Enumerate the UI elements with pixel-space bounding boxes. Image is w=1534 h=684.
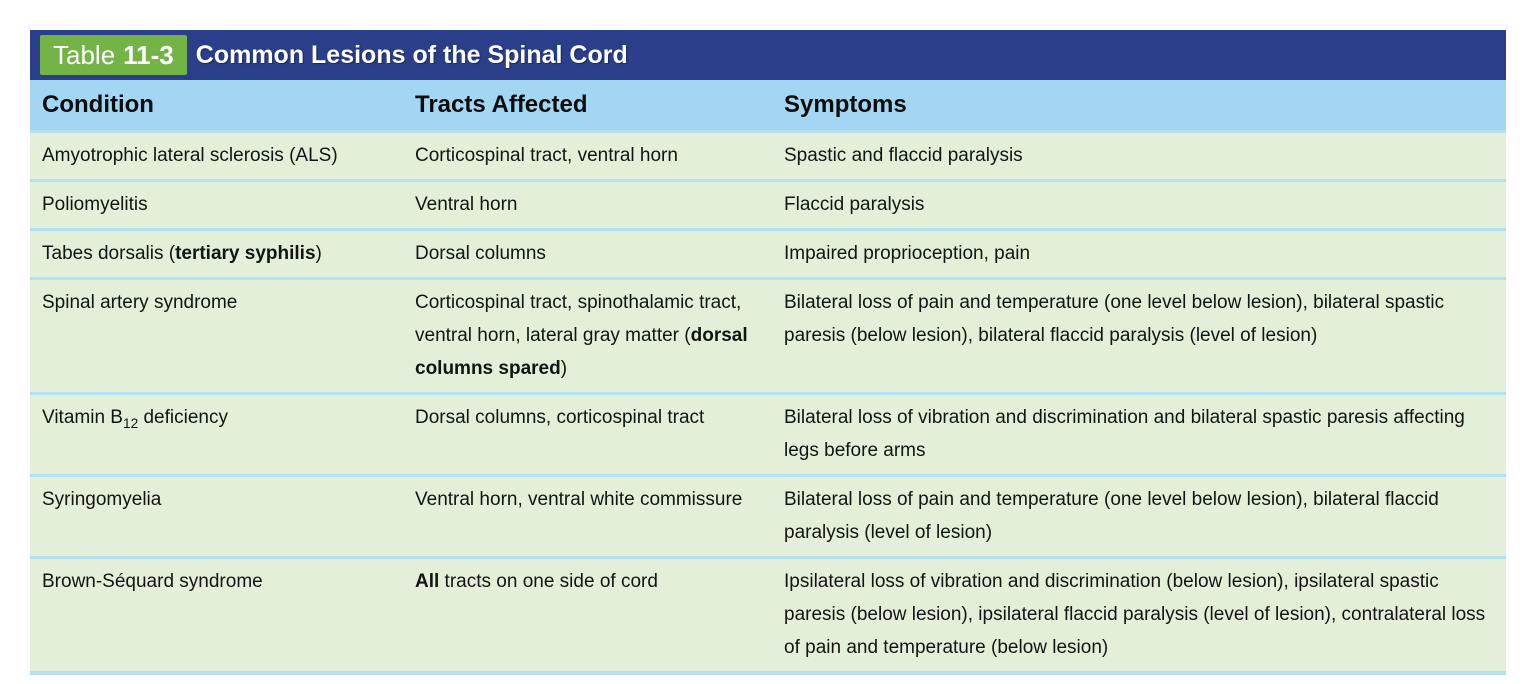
table-body: Amyotrophic lateral sclerosis (ALS)Corti…	[30, 130, 1506, 675]
tracts-cell: Corticospinal tract, ventral horn	[403, 130, 772, 181]
tracts-cell: Corticospinal tract, spinothalamic tract…	[403, 277, 772, 394]
spinal-cord-lesions-table: Table 11-3 Common Lesions of the Spinal …	[30, 30, 1506, 675]
symptoms-cell: Spastic and flaccid paralysis	[772, 130, 1506, 181]
table-title-bar: Table 11-3 Common Lesions of the Spinal …	[30, 30, 1506, 80]
symptoms-cell: Bilateral loss of vibration and discrimi…	[772, 392, 1506, 476]
symptoms-cell: Ipsilateral loss of vibration and discri…	[772, 556, 1506, 675]
lesions-table: Condition Tracts Affected Symptoms Amyot…	[30, 80, 1506, 675]
column-header-tracts: Tracts Affected	[403, 80, 772, 132]
table-title: Common Lesions of the Spinal Cord	[195, 40, 628, 69]
badge-number: 11-3	[123, 39, 174, 70]
condition-cell: Spinal artery syndrome	[30, 277, 403, 394]
table-row: Amyotrophic lateral sclerosis (ALS)Corti…	[30, 130, 1506, 181]
column-header-row: Condition Tracts Affected Symptoms	[30, 80, 1506, 132]
symptoms-cell: Flaccid paralysis	[772, 179, 1506, 230]
table-row: Tabes dorsalis (tertiary syphilis)Dorsal…	[30, 228, 1506, 279]
tracts-cell: Dorsal columns	[403, 228, 772, 279]
tracts-cell: Dorsal columns, corticospinal tract	[403, 392, 772, 476]
symptoms-cell: Bilateral loss of pain and temperature (…	[772, 474, 1506, 558]
tracts-cell: Ventral horn	[403, 179, 772, 230]
badge-label: Table	[53, 39, 116, 70]
condition-cell: Amyotrophic lateral sclerosis (ALS)	[30, 130, 403, 181]
symptoms-cell: Impaired proprioception, pain	[772, 228, 1506, 279]
symptoms-cell: Bilateral loss of pain and temperature (…	[772, 277, 1506, 394]
tracts-cell: Ventral horn, ventral white commissure	[403, 474, 772, 558]
tracts-cell: All tracts on one side of cord	[403, 556, 772, 675]
condition-cell: Poliomyelitis	[30, 179, 403, 230]
table-badge: Table 11-3	[40, 35, 187, 75]
column-header-condition: Condition	[30, 80, 403, 132]
condition-cell: Brown-Séquard syndrome	[30, 556, 403, 675]
column-header-symptoms: Symptoms	[772, 80, 1506, 132]
condition-cell: Tabes dorsalis (tertiary syphilis)	[30, 228, 403, 279]
condition-cell: Syringomyelia	[30, 474, 403, 558]
condition-cell: Vitamin B12 deficiency	[30, 392, 403, 476]
